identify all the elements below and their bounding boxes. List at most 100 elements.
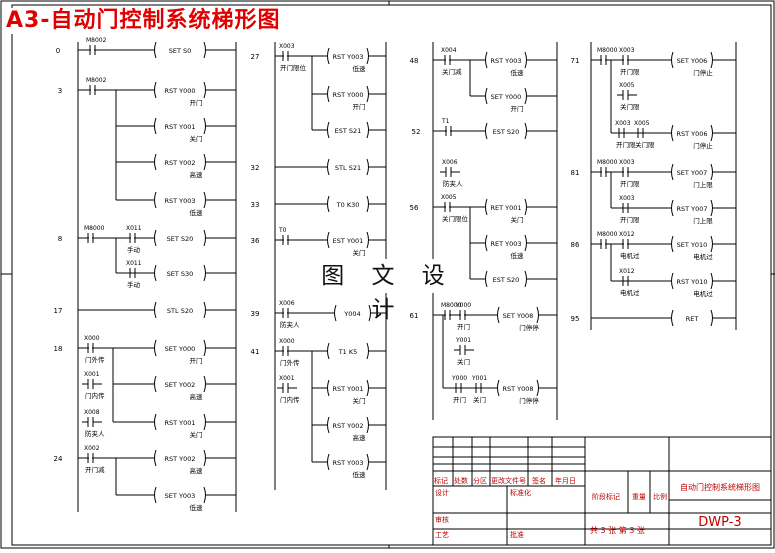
rung-8-number: 8 [58, 235, 62, 243]
rung-3-0-coil-note: 开门 [190, 98, 203, 107]
rung-41-contact-0-address: X000 [279, 338, 295, 345]
rung-3-2-coil: RST Y002 [164, 159, 195, 167]
rung-27-contact-0-note: 开门限位 [280, 63, 307, 72]
rung-8-contact-1-address: X011 [126, 225, 142, 232]
rung-0-number: 0 [56, 47, 60, 55]
rung-61-contact-1-note: 开门 [457, 322, 470, 331]
rung-81-contact-0-address: M8000 [597, 159, 618, 166]
rung-24-contact-0-note: 开门减 [85, 465, 105, 474]
tb-row1-4: 签名 [532, 476, 546, 485]
rung-56-1-coil: RET Y003 [490, 240, 521, 248]
rung-32-number: 32 [251, 164, 260, 172]
rung-41-2-coil: RST Y002 [332, 422, 363, 430]
rung-52-contact-0-address: T1 [441, 118, 450, 125]
rung-41-3-coil-note: 低速 [353, 470, 367, 479]
tb-row1-5: 年月日 [555, 476, 576, 485]
rung-32-0-coil: STL S21 [335, 164, 361, 172]
rung-48-1-coil: SET Y000 [491, 93, 522, 101]
rung-71-1-coil: RST Y006 [676, 130, 707, 138]
rung-71-contact-0-address: M8000 [597, 47, 618, 54]
rung-41-2-coil-note: 高速 [353, 433, 367, 442]
rung-24-contact-0-address: X002 [84, 445, 100, 452]
rung-18-contact-1-note: 门内传 [85, 391, 105, 400]
rung-81-contact-1-address: X003 [619, 159, 635, 166]
rung-56-0-coil-note: 关门 [511, 215, 524, 224]
rung-48-0-coil: RST Y003 [490, 57, 521, 65]
rung-27-0-coil-note: 低速 [353, 64, 367, 73]
rung-52-0-coil: EST S20 [493, 128, 520, 136]
tb-sheet-info: 共 3 张 第 3 张 [590, 525, 645, 535]
rung-86-contact-0-address: M8000 [597, 231, 618, 238]
rung-61-number: 61 [410, 312, 419, 320]
rung-36-0-coil-note: 关门 [353, 248, 366, 257]
rung-33-0-coil: T0 K30 [336, 201, 360, 209]
rung-8-contact-2-address: X011 [126, 260, 142, 267]
tb-approve: 批准 [510, 530, 524, 539]
tb-scale: 比例 [653, 492, 667, 501]
rung-61-1-coil: RST Y008 [502, 385, 533, 393]
rung-56-contact-0-note: 关门限位 [442, 214, 469, 223]
rung-56-1-coil-note: 低速 [511, 251, 525, 260]
rung-56-number: 56 [410, 204, 419, 212]
rung-18-contact-2-note: 防夹人 [85, 429, 105, 438]
rung-86-0-coil: SET Y010 [677, 241, 708, 249]
rung-17-number: 17 [54, 307, 63, 315]
rung-61-contact-3-note: 开门 [453, 395, 466, 404]
rung-71-contact-3-note: 开门限 [616, 140, 636, 149]
tb-row1-1: 处数 [454, 476, 468, 485]
rung-56-2-coil: EST S20 [493, 276, 520, 284]
rung-81-contact-1-note: 开门限 [620, 179, 640, 188]
rung-71-contact-3-address: X003 [615, 120, 631, 127]
tb-drawing-title: 自动门控制系统梯形图 [680, 482, 760, 492]
rung-95-number: 95 [571, 315, 580, 323]
rung-86-contact-1-address: X012 [619, 231, 635, 238]
rung-41-0-coil: T1 K5 [338, 348, 358, 356]
tb-drawing-number: DWP-3 [698, 515, 741, 530]
rung-0-0-coil: SET S0 [169, 47, 192, 55]
rung-41-contact-0-note: 门外传 [280, 358, 300, 367]
rung-71-contact-2-note: 关门限 [620, 102, 640, 111]
rung-24-1-coil-note: 低速 [190, 503, 204, 512]
rung-61-contact-0-address: M8000 [441, 302, 462, 309]
rung-24-1-coil: SET Y003 [165, 492, 196, 500]
rung-71-contact-1-address: X003 [619, 47, 635, 54]
rung-3-0-coil: RST Y000 [164, 87, 195, 95]
rung-18-contact-0-address: X000 [84, 335, 100, 342]
page-title: A3-自动门控制系统梯形图 [3, 8, 284, 34]
rung-61-contact-3-address: Y000 [451, 375, 467, 382]
inner-border [11, 4, 772, 546]
rung-71-contact-1-note: 开门限 [620, 67, 640, 76]
rung-3-2-coil-note: 高速 [190, 170, 204, 179]
rung-86-0-coil-note: 电机过 [693, 252, 713, 261]
rung-61-0-coil: SET Y008 [503, 312, 534, 320]
rung-27-1-coil-note: 开门 [353, 102, 366, 111]
rung-3-3-coil-note: 低速 [190, 208, 204, 217]
rung-18-1-coil-note: 高速 [190, 392, 204, 401]
rung-18-0-coil-note: 开门 [190, 356, 203, 365]
rung-71-number: 71 [571, 57, 580, 65]
rung-3-3-coil: RST Y003 [164, 197, 195, 205]
rung-61-contact-4-address: Y001 [471, 375, 487, 382]
rung-18-1-coil: SET Y002 [165, 381, 196, 389]
tb-process: 工艺 [435, 531, 449, 539]
rung-8-0-coil: SET S20 [167, 235, 194, 243]
rung-61-contact-2-address: Y001 [455, 337, 471, 344]
rung-86-1-coil: RST Y010 [676, 278, 707, 286]
rung-39-0-coil: Y004 [343, 310, 360, 318]
rung-61-contact-4-note: 关门 [473, 395, 486, 404]
rung-61-contact-1-address: Y000 [455, 302, 471, 309]
rung-61-contact-2-note: 关门 [457, 357, 470, 366]
rung-56-0-coil: RET Y001 [490, 204, 521, 212]
rung-18-contact-1-address: X001 [84, 371, 100, 378]
rung-56-contact-0-address: X005 [441, 194, 457, 201]
rung-86-contact-2-address: X012 [619, 268, 635, 275]
title-block: 标记 处数 分区 更改文件号 签名 年月日 设计 标准化 审核 工艺 批准 阶段… [432, 436, 772, 546]
rung-95-0-coil: RET [686, 315, 699, 323]
rung-36-number: 36 [251, 237, 260, 245]
rung-36-contact-0-address: T0 [278, 227, 287, 234]
rung-81-0-coil: SET Y007 [677, 169, 708, 177]
rung-71-contact-2-address: X005 [619, 82, 635, 89]
